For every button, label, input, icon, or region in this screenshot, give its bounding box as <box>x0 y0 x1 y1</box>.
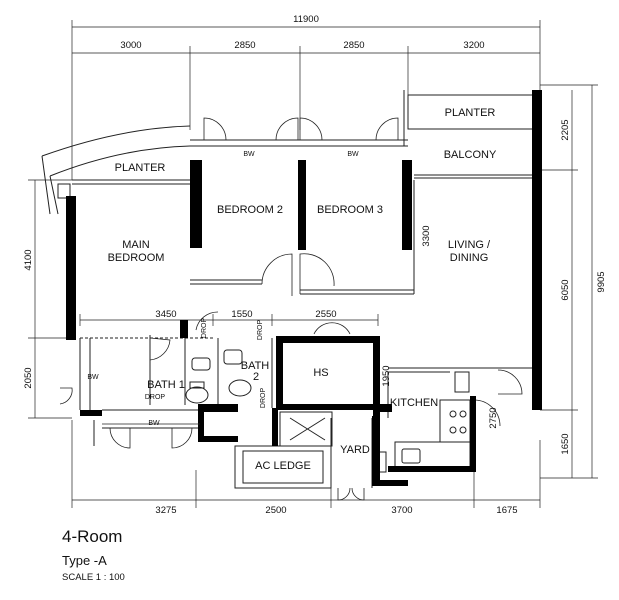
dimension-lines <box>28 20 598 508</box>
dim-top-2: 2850 <box>234 40 255 51</box>
dim-top-1: 3000 <box>120 40 141 51</box>
windows <box>76 174 532 425</box>
dim-left-2: 2050 <box>23 367 34 388</box>
dimension-labels: 11900 3000 2850 2850 3200 3450 1550 2550… <box>23 14 607 516</box>
drop-label-3: DROP <box>201 318 208 339</box>
label-main-bedroom-1: MAIN <box>122 239 150 251</box>
dim-left-1: 4100 <box>23 249 34 270</box>
drop-label-2: DROP <box>260 388 267 409</box>
dim-bottom-3: 3700 <box>391 505 412 516</box>
label-yard: YARD <box>340 444 370 456</box>
label-living-1: LIVING / <box>448 239 491 251</box>
dim-right-2: 6050 <box>560 279 571 300</box>
bw-label-4: BW <box>148 420 160 427</box>
small-labels: BW BW BW BW DROP DROP DROP DROP <box>87 151 359 427</box>
label-planter-top: PLANTER <box>445 107 496 119</box>
dim-interior-1: 3300 <box>421 225 432 246</box>
dim-overall: 11900 <box>293 14 319 25</box>
bw-label-3: BW <box>87 374 99 381</box>
dim-top-4: 3200 <box>463 40 484 51</box>
dim-bottom-2: 2500 <box>265 505 286 516</box>
dim-inner-2: 1550 <box>231 309 252 320</box>
label-main-bedroom-2: BEDROOM <box>108 252 165 264</box>
dim-interior-3: 2750 <box>488 407 499 428</box>
drop-label-4: DROP <box>257 320 264 341</box>
label-bath-2b: 2 <box>253 371 259 383</box>
thick-walls <box>66 90 542 486</box>
label-hs: HS <box>313 367 328 379</box>
dim-bottom-4: 1675 <box>496 505 517 516</box>
drop-label-1: DROP <box>145 394 166 401</box>
dim-inner-1: 3450 <box>155 309 176 320</box>
label-bedroom-3: BEDROOM 3 <box>317 204 383 216</box>
plan-scale: SCALE 1 : 100 <box>62 572 125 583</box>
label-ac-ledge: AC LEDGE <box>255 460 311 472</box>
dim-right-outer: 9905 <box>596 271 607 292</box>
dim-inner-3: 2550 <box>315 309 336 320</box>
door-swings <box>59 117 523 501</box>
label-planter-left: PLANTER <box>115 162 166 174</box>
label-bedroom-2: BEDROOM 2 <box>217 204 283 216</box>
dim-interior-2: 1950 <box>381 365 392 386</box>
label-kitchen: KITCHEN <box>390 397 438 409</box>
plan-type: Type -A <box>62 553 107 568</box>
bw-label-2: BW <box>347 151 359 158</box>
dim-right-3: 1650 <box>560 433 571 454</box>
room-labels: PLANTER PLANTER BALCONY BEDROOM 2 BEDROO… <box>108 107 497 472</box>
label-bath-2a: BATH <box>241 360 270 372</box>
label-living-2: DINING <box>450 252 489 264</box>
dim-right-1: 2205 <box>560 119 571 140</box>
dim-bottom-1: 3275 <box>155 505 176 516</box>
label-balcony: BALCONY <box>444 149 497 161</box>
label-bath-1: BATH 1 <box>147 379 185 391</box>
bw-label-1: BW <box>243 151 255 158</box>
dim-top-3: 2850 <box>343 40 364 51</box>
plan-title: 4-Room <box>62 527 123 546</box>
